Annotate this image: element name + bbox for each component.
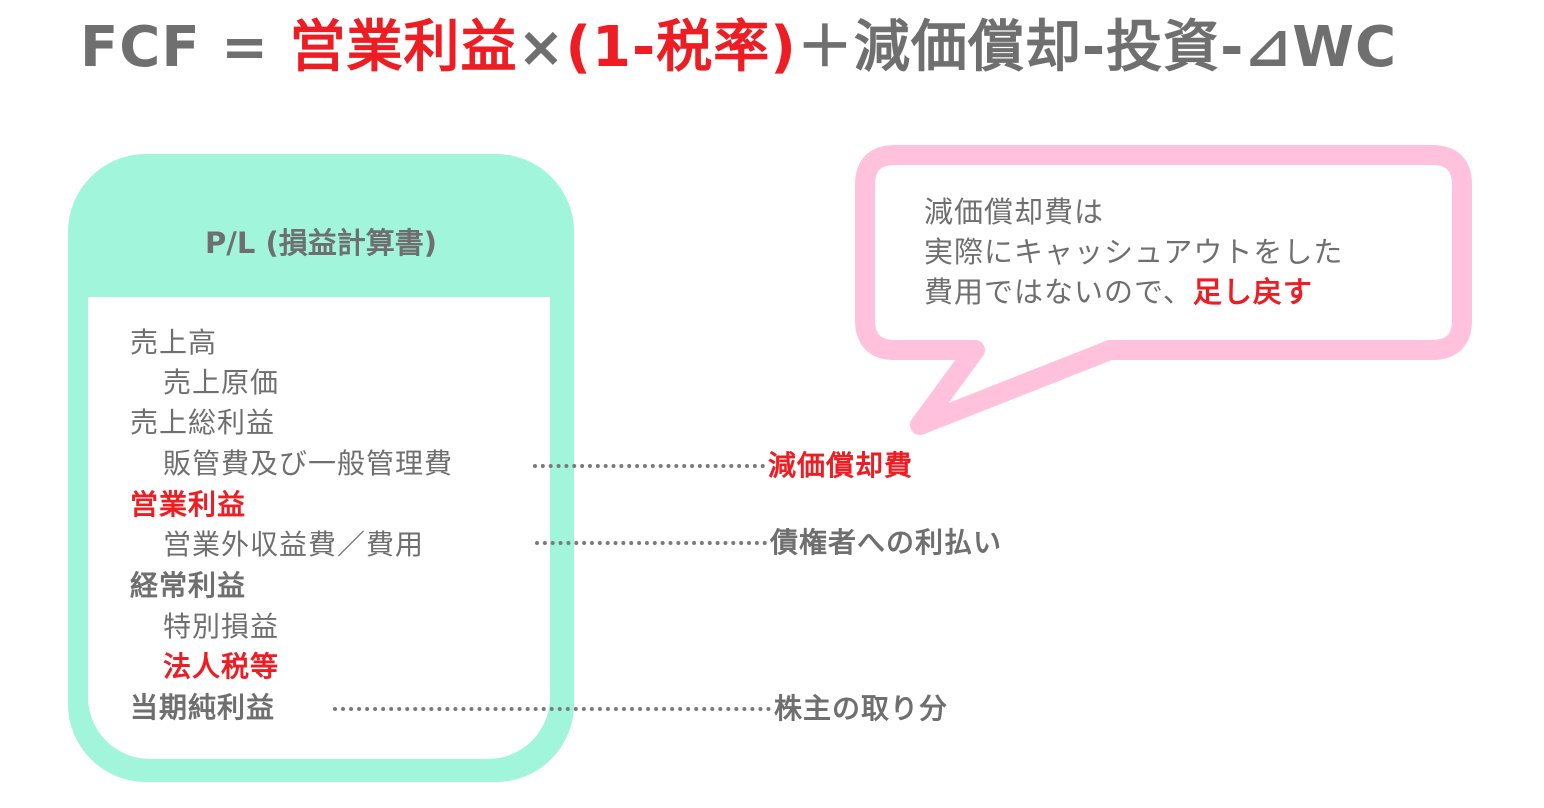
pl-item-ordinary-profit: 経常利益 [130,569,247,602]
formula-tax-part: (1-税率) [565,15,797,80]
pl-item-sales: 売上高 [130,326,218,359]
pl-card-title: P/L (損益計算書) [205,226,437,260]
bubble-emphasis: 足し戻す [1192,275,1313,309]
speech-bubble-shape [855,145,1472,435]
speech-bubble [855,145,1472,435]
formula-times: × [517,15,566,80]
bubble-line-3: 費用ではないので、足し戻す [924,272,1444,312]
bubble-line-2: 実際にキャッシュアウトをした [924,235,1344,269]
connector-depreciation [533,464,765,468]
formula-title: FCF = 営業利益×(1-税率)＋減価償却-投資-⊿WC [80,8,1500,88]
bubble-line-1: 減価償却費は [924,195,1105,229]
label-creditors: 債権者への利払い [770,526,1003,559]
label-shareholders: 株主の取り分 [774,692,949,725]
connector-shareholders [333,707,771,711]
pl-item-net-income: 当期純利益 [130,691,276,724]
label-depreciation: 減価償却費 [768,449,914,482]
formula-rest: ＋減価償却-投資-⊿WC [796,15,1398,80]
pl-item-income-tax: 法人税等 [163,650,280,683]
pl-card: P/L (損益計算書) [68,154,574,782]
formula-operating-profit: 営業利益 [289,15,518,80]
pl-item-operating-profit: 営業利益 [130,488,247,521]
pl-item-non-operating: 営業外収益費／費用 [163,528,425,561]
pl-item-extraordinary: 特別損益 [163,610,280,643]
bubble-text: 減価償却費は 実際にキャッシュアウトをした 費用ではないので、足し戻す [924,192,1444,312]
pl-item-gross-profit: 売上総利益 [130,406,276,439]
bubble-line-3-prefix: 費用ではないので、 [924,275,1193,309]
pl-item-sga: 販管費及び一般管理費 [163,447,454,480]
pl-item-cost-of-sales: 売上原価 [163,366,280,399]
pl-card-body [88,297,550,759]
connector-creditors [535,541,767,545]
formula-prefix: FCF = [80,15,290,80]
